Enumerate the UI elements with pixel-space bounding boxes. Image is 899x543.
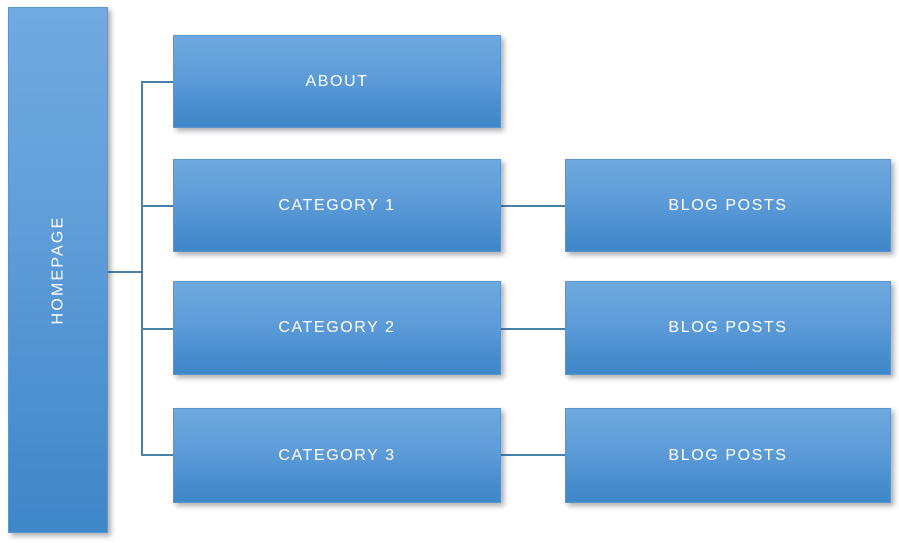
connector-branch-category-3 [141,454,175,456]
connector-category-3-to-blog-posts [501,454,567,456]
node-blog-posts-1[interactable]: BLOG POSTS [565,159,891,252]
node-blog-posts-2[interactable]: BLOG POSTS [565,281,891,375]
node-about-label: ABOUT [305,72,369,90]
connector-branch-category-2 [141,328,175,330]
connector-category-2-to-blog-posts [501,328,567,330]
node-homepage-label: HOMEPAGE [49,215,66,325]
node-blog-posts-1-label: BLOG POSTS [668,196,788,214]
node-category-2[interactable]: CATEGORY 2 [173,281,501,375]
node-category-2-label: CATEGORY 2 [278,319,396,336]
node-blog-posts-2-label: BLOG POSTS [668,319,788,336]
connector-category-1-to-blog-posts [501,205,567,207]
node-blog-posts-3[interactable]: BLOG POSTS [565,408,891,503]
node-category-1-label: CATEGORY 1 [278,196,396,214]
node-category-1[interactable]: CATEGORY 1 [173,159,501,252]
node-category-3[interactable]: CATEGORY 3 [173,408,501,503]
node-about[interactable]: ABOUT [173,35,501,128]
connector-branch-about [141,81,175,83]
node-category-3-label: CATEGORY 3 [278,446,396,464]
connector-branch-category-1 [141,205,175,207]
node-homepage[interactable]: HOMEPAGE [8,7,108,533]
connector-trunk [141,81,143,456]
connector-homepage-stub [108,271,143,273]
node-blog-posts-3-label: BLOG POSTS [668,446,788,464]
